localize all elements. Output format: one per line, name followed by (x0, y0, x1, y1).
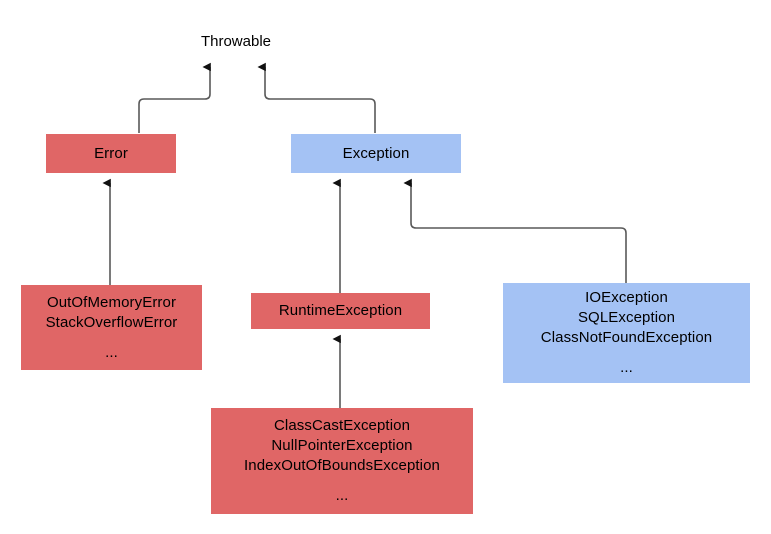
node-runtime-subclasses-line-2: IndexOutOfBoundsException (244, 457, 440, 474)
node-runtime-exception-line-0: RuntimeException (278, 302, 403, 319)
edge-exception-to-throwable (257, 62, 376, 133)
node-checked-exceptions[interactable]: IOException SQLException ClassNotFoundEx… (503, 283, 750, 383)
node-checked-exceptions-line-2: ClassNotFoundException (540, 329, 713, 346)
node-error[interactable]: Error (46, 134, 176, 173)
node-runtime-subclasses[interactable]: ClassCastException NullPointerException … (211, 408, 473, 514)
edge-checked-exceptions-to-exception (403, 178, 627, 283)
node-checked-exceptions-line-0: IOException (585, 289, 668, 306)
node-exception-line-0: Exception (342, 144, 410, 162)
node-runtime-exception[interactable]: RuntimeException (251, 293, 430, 329)
edge-error-to-throwable (138, 62, 211, 133)
node-error-line-0: Error (94, 144, 128, 162)
node-checked-exceptions-line-3: ... (620, 359, 633, 376)
node-runtime-subclasses-line-1: NullPointerException (271, 437, 413, 454)
node-runtime-subclasses-line-0: ClassCastException (273, 417, 411, 434)
node-error-subclasses-line-0: OutOfMemoryError (46, 293, 177, 311)
node-checked-exceptions-line-1: SQLException (577, 309, 676, 326)
node-error-subclasses-line-2: ... (105, 343, 118, 361)
node-exception[interactable]: Exception (291, 134, 461, 173)
node-error-subclasses-line-1: StackOverflowError (45, 313, 178, 331)
node-runtime-subclasses-line-3: ... (335, 487, 349, 504)
node-throwable-label: Throwable (200, 33, 272, 50)
node-error-subclasses[interactable]: OutOfMemoryError StackOverflowError ... (21, 285, 202, 370)
